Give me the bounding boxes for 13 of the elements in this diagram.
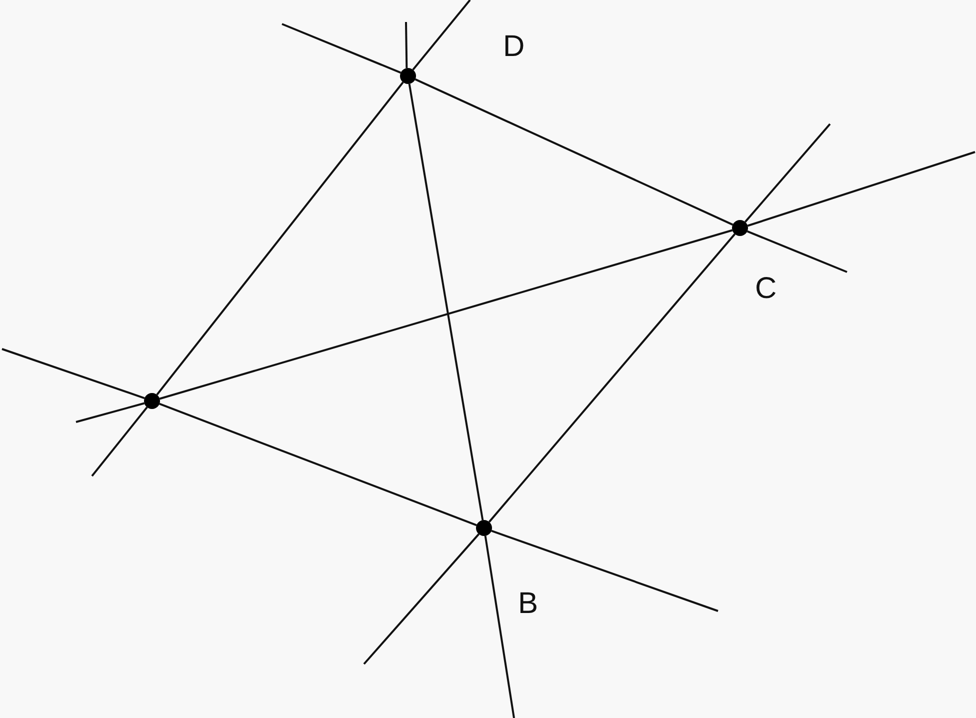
line-segment	[156, 82, 404, 396]
point-label: D	[503, 32, 525, 62]
line-segment	[159, 229, 733, 400]
point-label: C	[755, 274, 777, 304]
line-segment	[159, 402, 477, 526]
point-dot	[732, 220, 748, 236]
point-dot	[144, 393, 160, 409]
point-label: B	[518, 589, 538, 619]
line-segment	[488, 233, 736, 523]
line-segment	[414, 78, 734, 226]
point-dot	[476, 520, 492, 536]
line-segment	[408, 84, 484, 520]
point-dot	[400, 68, 416, 84]
